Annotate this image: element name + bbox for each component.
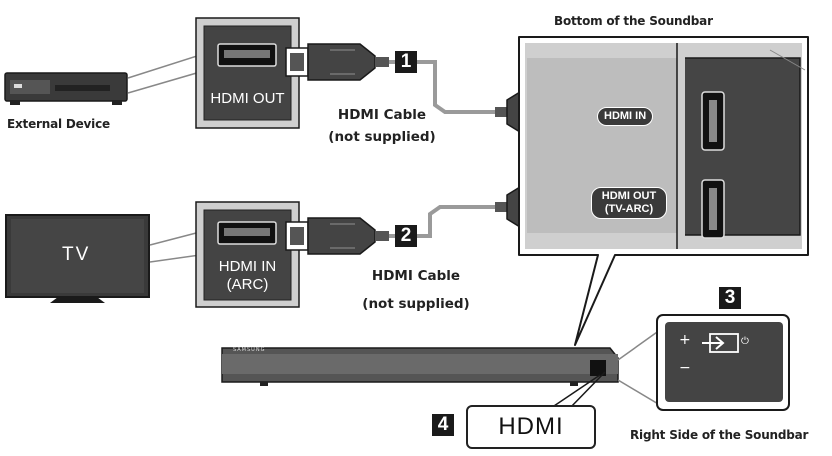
cable-2-caption-line2: (not supplied) bbox=[362, 296, 470, 312]
soundbar-hdmi-out-line1: HDMI OUT bbox=[601, 190, 657, 202]
soundbar-right-side-panel bbox=[656, 314, 790, 411]
tv-label: TV bbox=[62, 244, 91, 265]
tv-icon bbox=[5, 214, 150, 303]
soundbar-hdmi-in-pill: HDMI IN bbox=[597, 107, 654, 126]
volume-minus-icon: − bbox=[679, 360, 691, 376]
soundbar-hdmi-out-pill: HDMI OUT (TV-ARC) bbox=[591, 187, 667, 219]
volume-plus-icon: + bbox=[679, 332, 691, 348]
cable-2-caption-line1: HDMI Cable bbox=[371, 268, 461, 284]
external-device-icon bbox=[4, 72, 128, 105]
cable-1-caption: HDMI Cable (not supplied) bbox=[326, 104, 438, 148]
cable-2-caption: HDMI Cable (not supplied) bbox=[360, 262, 472, 318]
step-4-badge: 4 bbox=[432, 414, 454, 436]
bottom-of-soundbar-caption: Bottom of the Soundbar bbox=[554, 14, 713, 28]
external-hdmi-out-port bbox=[195, 17, 300, 129]
cable-1-caption-line1: HDMI Cable bbox=[337, 107, 427, 123]
power-icon: ⏻ bbox=[741, 336, 749, 347]
soundbar-brand-logo: SAMSUNG bbox=[233, 347, 266, 353]
tv-hdmi-in-label-line2: (ARC) bbox=[226, 276, 269, 293]
step-1-badge: 1 bbox=[395, 51, 417, 73]
step-2-badge: 2 bbox=[395, 225, 417, 247]
right-side-caption: Right Side of the Soundbar bbox=[630, 428, 809, 442]
step-3-badge: 3 bbox=[719, 287, 741, 309]
external-device-label: External Device bbox=[7, 117, 110, 131]
tv-hdmi-in-label-line1: HDMI IN bbox=[218, 258, 277, 275]
cable-1-caption-line2: (not supplied) bbox=[328, 129, 436, 145]
soundbar-hdmi-out-line2: (TV-ARC) bbox=[604, 203, 654, 215]
tv-hdmi-in-port bbox=[195, 201, 300, 308]
external-hdmi-out-label: HDMI OUT bbox=[210, 90, 285, 107]
hdmi-badge: HDMI bbox=[466, 405, 596, 449]
soundbar-icon bbox=[221, 347, 619, 386]
